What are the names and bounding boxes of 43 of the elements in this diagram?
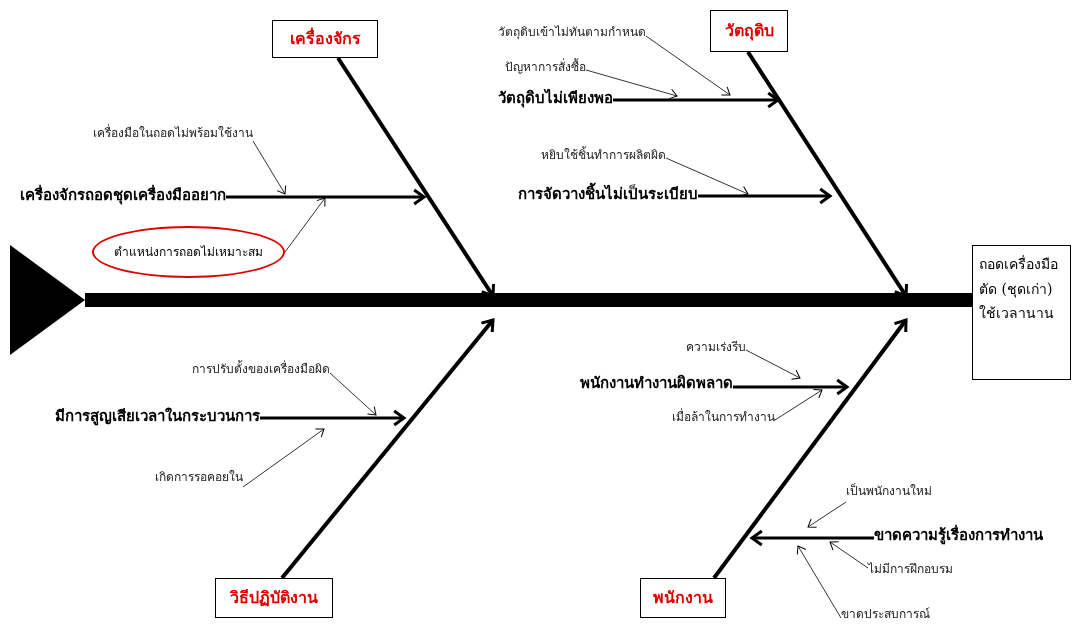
leader-arrow	[796, 545, 842, 619]
bone-arrow	[712, 318, 908, 580]
leader-arrow	[252, 140, 287, 195]
category-box: พนักงาน	[640, 578, 726, 618]
sub-cause-text: ปัญหาการสั่งซื้อ	[505, 60, 586, 80]
leader-arrow	[745, 349, 801, 380]
category-box: เครื่องจักร	[272, 20, 378, 58]
leader-arrow	[665, 157, 749, 197]
cause-text: มีการสูญเสียเวลาในกระบวนการ	[55, 407, 260, 429]
leader-arrow	[829, 541, 869, 569]
sub-cause-text: วัตถุดิบเข้าไม่ทันตามกำหนด	[498, 25, 646, 45]
cause-arrow	[613, 91, 780, 109]
leader-arrow	[329, 372, 377, 416]
category-box: วิธีปฏิบัติงาน	[215, 578, 333, 618]
cause-text: วัตถุดิบไม่เพียงพอ	[498, 89, 613, 111]
sub-cause-text: เมื่อล้าในการทำงาน	[672, 410, 775, 430]
leader-arrow	[645, 35, 731, 96]
sub-cause-text: เครื่องมือในถอดไม่พร้อมใช้งาน	[93, 126, 253, 146]
cause-arrow	[260, 409, 406, 427]
leader-arrow	[242, 428, 325, 488]
cause-text: พนักงานทำงานผิดพลาด	[580, 374, 733, 396]
cause-text: เครื่องจักรถอดชุดเครื่องมืออยาก	[20, 186, 226, 208]
tail-triangle	[10, 245, 85, 355]
sub-cause-text: หยิบใช้ชิ้นทำการผลิตผิด	[541, 148, 666, 168]
cause-arrow	[226, 188, 426, 206]
effect-box: ถอดเครื่องมือ ตัด (ชุดเก่า) ใช้เวลานาน	[972, 245, 1071, 380]
leader-arrow	[284, 197, 326, 253]
leader-arrow	[585, 69, 678, 100]
sub-cause-text: ไม่มีการฝึกอบรม	[868, 562, 953, 582]
sub-cause-text: เป็นพนักงานใหม่	[846, 484, 932, 504]
leader-arrow	[774, 389, 823, 421]
bone-arrow	[280, 318, 495, 580]
sub-cause-text: ความเร่งรีบ	[686, 340, 746, 360]
sub-cause-text: เกิดการรอคอยใน	[155, 470, 243, 490]
cause-text: ขาดความรู้เรื่องการทำงาน	[874, 526, 1043, 548]
category-box: วัตถุดิบ	[710, 10, 788, 52]
cause-arrow	[750, 529, 874, 547]
sub-cause-text: ขาดประสบการณ์	[841, 607, 930, 627]
sub-cause-text: การปรับตั้งของเครื่องมือผิด	[192, 362, 330, 382]
cause-arrow	[733, 378, 849, 396]
cause-arrow	[698, 187, 832, 205]
leader-arrow	[807, 501, 847, 528]
highlight-ellipse: ตำแหน่งการถอดไม่เหมาะสม	[92, 226, 285, 278]
